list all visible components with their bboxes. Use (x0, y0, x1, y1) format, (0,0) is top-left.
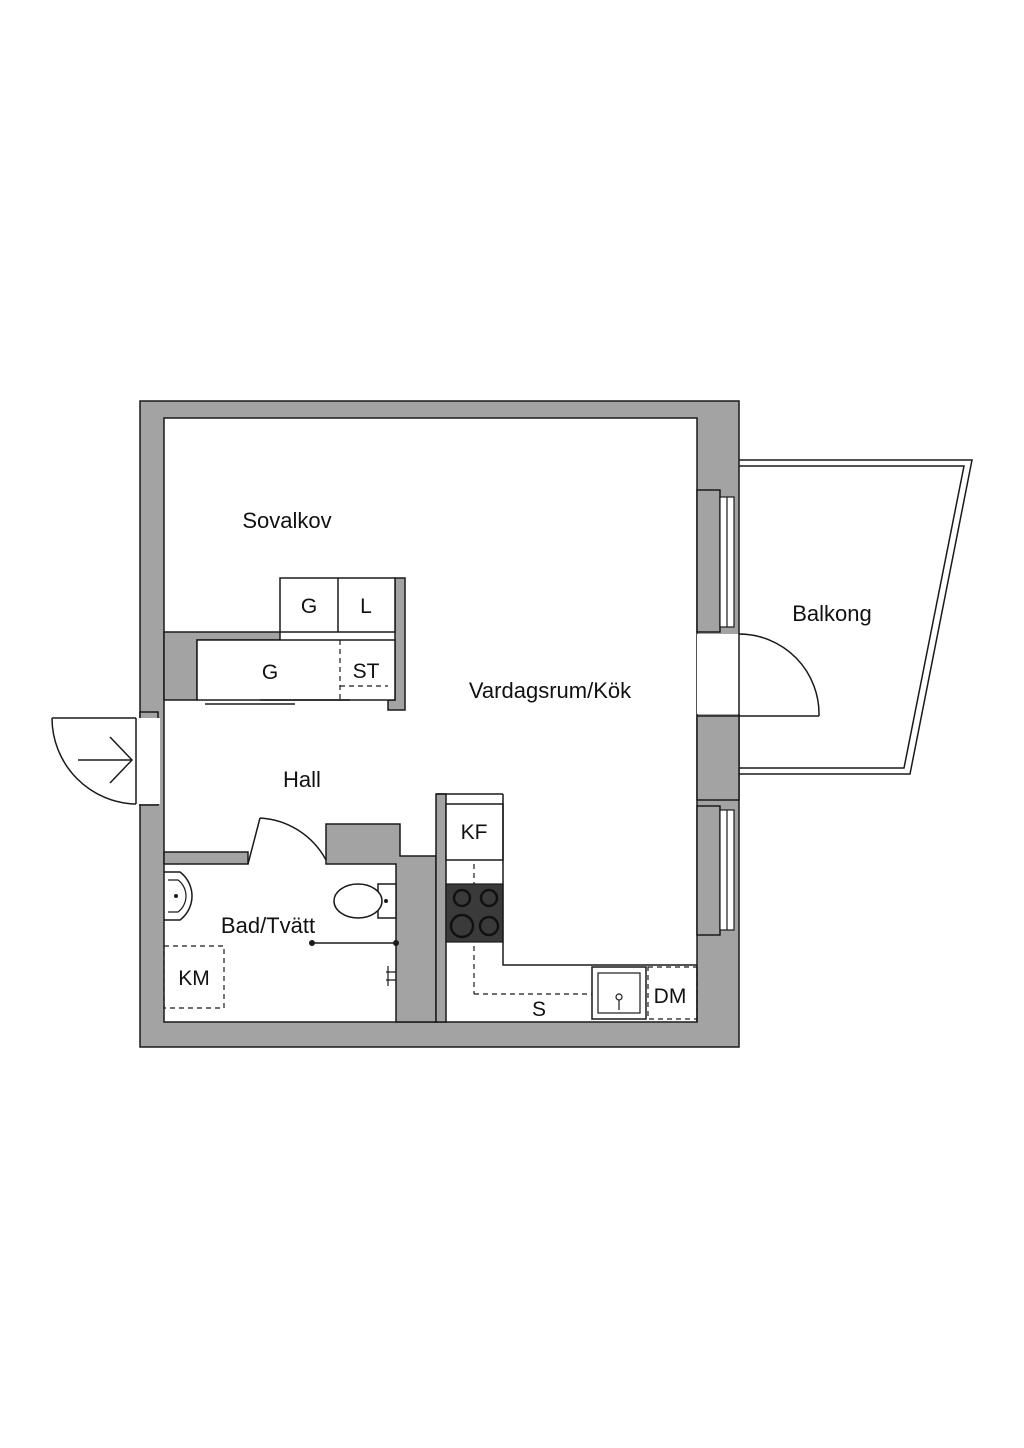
fixture-label-stad: ST (353, 660, 380, 683)
washbasin-icon (164, 871, 193, 921)
fixture-label-garderob-1: G (301, 595, 317, 618)
room-label-sovalkov: Sovalkov (242, 508, 331, 533)
bathroom-door (247, 817, 327, 865)
room-label-hall: Hall (283, 767, 321, 792)
fixture-label-diskho: S (532, 998, 546, 1021)
shower-mixer-icon (386, 966, 396, 986)
windows (719, 496, 735, 931)
stove-icon (445, 883, 504, 943)
kitchen-fixtures (436, 793, 698, 1022)
room-label-vardagsrum-kok: Vardagsrum/Kök (469, 678, 632, 703)
balcony-door (697, 633, 820, 717)
balcony-outline (739, 459, 973, 775)
bathroom-fixtures (163, 871, 399, 1009)
fixture-label-kladtvattmaskin: KM (178, 967, 210, 990)
fixture-label-garderob-2: G (262, 661, 278, 684)
closets (196, 577, 396, 705)
entry-door (51, 717, 160, 805)
room-label-bad-tvatt: Bad/Tvätt (221, 913, 315, 938)
toilet-icon (333, 883, 397, 919)
interior-walls (139, 489, 740, 1023)
fixture-label-kyl-frys: KF (461, 821, 488, 844)
room-label-balkong: Balkong (792, 601, 872, 626)
sink-icon (591, 966, 647, 1020)
fixture-label-diskmaskin: DM (654, 985, 687, 1008)
fixture-label-linne: L (360, 595, 372, 618)
